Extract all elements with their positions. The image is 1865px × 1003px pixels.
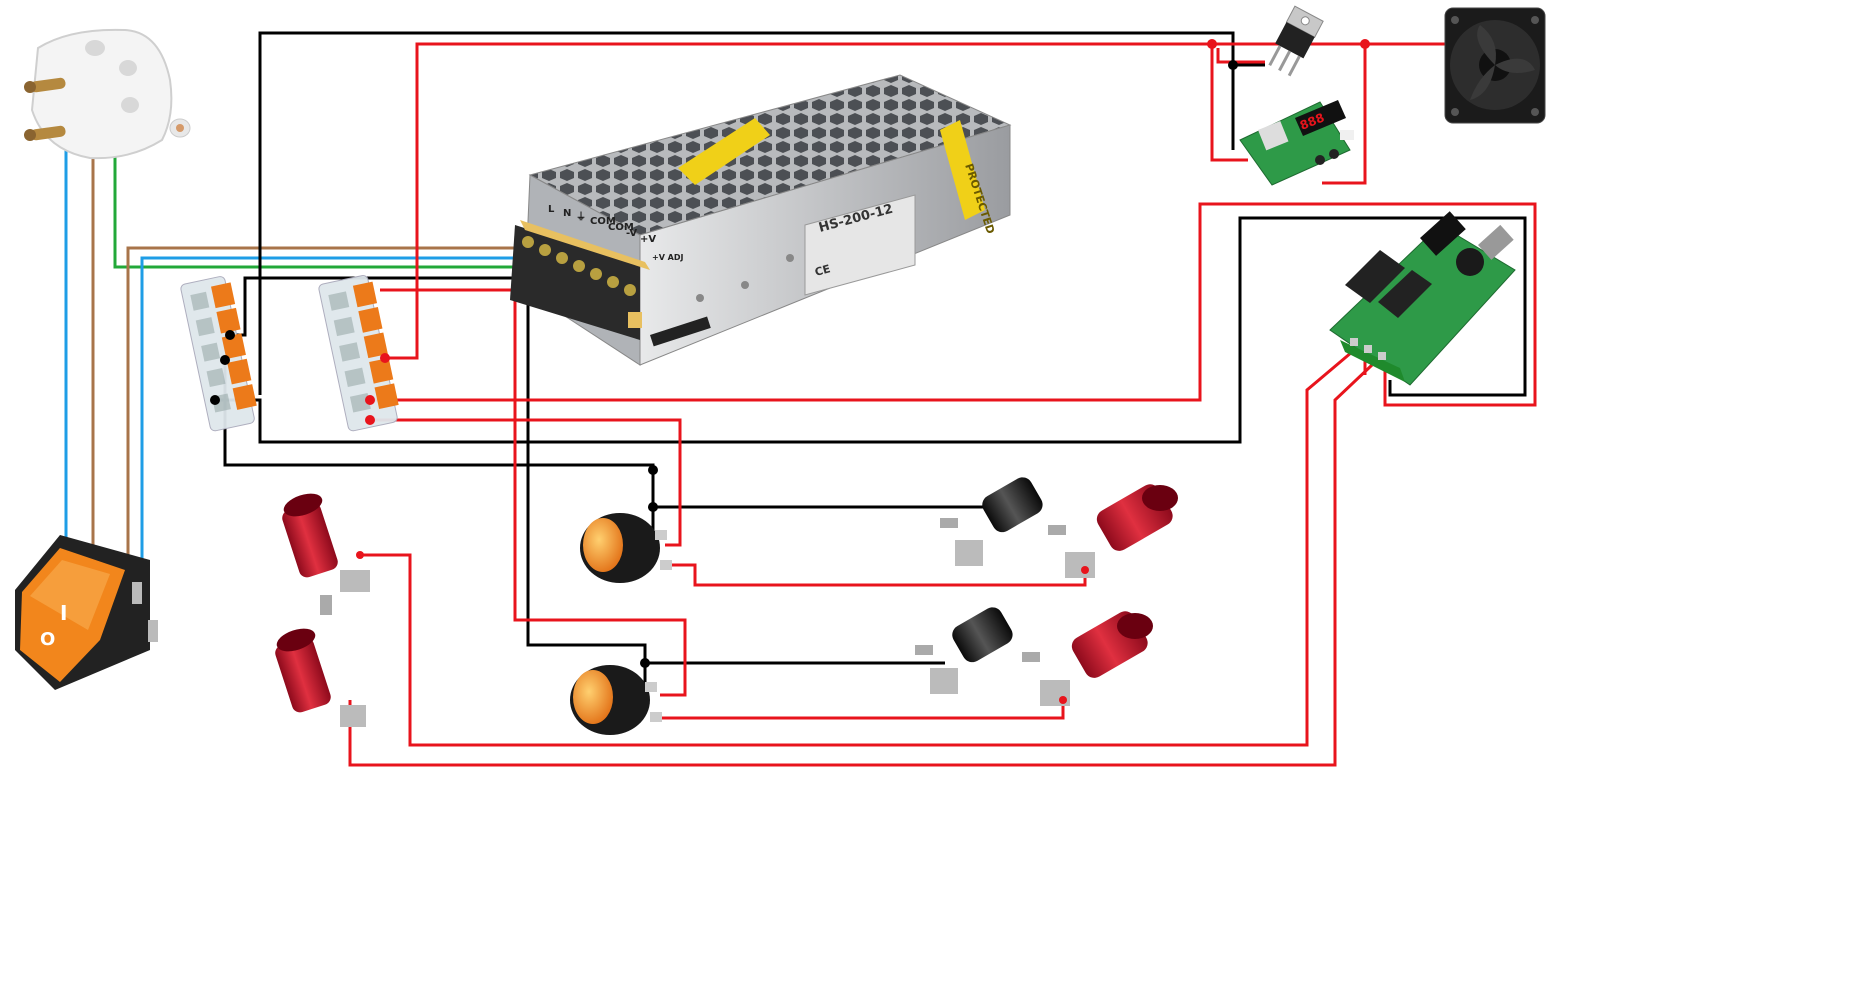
psu-terminal-labels: L N ⏚ COM COM -V +V +V ADJ	[548, 204, 684, 262]
rf-relay-module	[1329, 211, 1516, 386]
thermostat-module: 888	[1239, 100, 1354, 186]
wago-connector-neutral	[180, 276, 257, 432]
power-supply-unit: PROTECTED HS-200-12 CE L N ⏚ COM COM -V …	[510, 74, 1012, 366]
rocker-mark-on: I	[60, 601, 67, 625]
mains-plug	[24, 28, 191, 160]
mains-wires	[64, 140, 540, 628]
round-rocker-switch-1	[580, 513, 672, 583]
junction-dots	[210, 39, 1370, 704]
rocker-mark-off: O	[40, 629, 55, 650]
red-binding-post-3	[1048, 484, 1178, 578]
wire-green-earth	[113, 140, 540, 269]
wago-connector-positive	[318, 275, 399, 432]
svg-text:N: N	[563, 208, 571, 219]
mains-rocker-switch: I O	[15, 535, 158, 690]
svg-text:⏚: ⏚	[576, 211, 586, 223]
black-binding-post-2	[915, 607, 1013, 694]
cooling-fan	[1444, 7, 1546, 124]
psu-terminal-block: L N ⏚ COM COM -V +V +V ADJ	[510, 204, 684, 340]
red-binding-post-2	[275, 628, 366, 727]
svg-text:+V: +V	[640, 234, 656, 245]
red-binding-post-1	[282, 493, 370, 615]
wire-brown-to-psu	[126, 246, 520, 585]
round-rocker-switch-2	[570, 665, 662, 735]
red-binding-post-4	[1022, 611, 1153, 706]
svg-text:L: L	[548, 204, 555, 215]
svg-text:-V: -V	[626, 228, 637, 239]
psu-ce-mark: CE	[813, 262, 831, 279]
svg-text:+V ADJ: +V ADJ	[652, 253, 684, 262]
svg-text:COM: COM	[590, 216, 616, 227]
voltage-regulator	[1268, 5, 1324, 77]
black-binding-post-1	[940, 477, 1043, 566]
svg-text:COM: COM	[608, 222, 634, 233]
wire-blue-to-psu	[140, 256, 530, 628]
